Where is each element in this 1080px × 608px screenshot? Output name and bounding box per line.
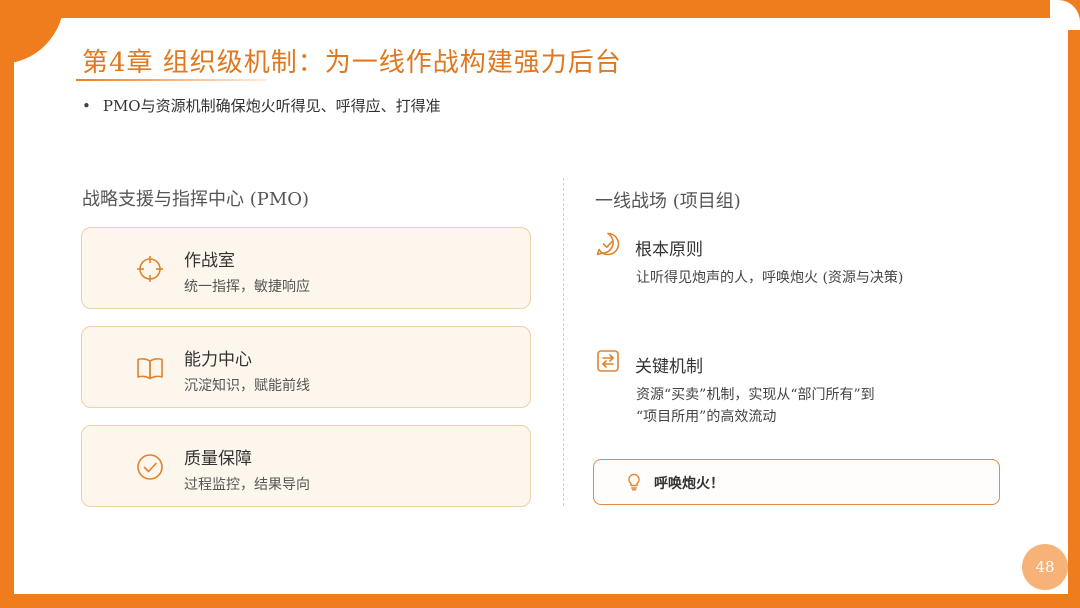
bullet-dot: •	[82, 97, 91, 115]
bullet-point: • PMO与资源机制确保炮火听得见、呼得应、打得准	[82, 95, 441, 116]
corner-decoration-right	[1050, 0, 1080, 30]
frame-right	[1068, 0, 1080, 608]
left-panel-heading: 战略支援与指挥中心 (PMO)	[82, 189, 310, 210]
principle-text: 让听得见炮声的人，呼唤炮火 (资源与决策)	[636, 270, 904, 286]
card-title: 质量保障	[184, 449, 252, 469]
card-war-room: 作战室 统一指挥，敏捷响应	[81, 227, 531, 309]
card-title: 作战室	[184, 251, 235, 271]
principle-title: 根本原则	[635, 240, 703, 260]
book-icon	[135, 353, 165, 383]
frame-top	[0, 0, 1080, 18]
card-subtitle: 统一指挥，敏捷响应	[184, 279, 310, 295]
corner-decoration	[0, 0, 64, 64]
frame-bottom	[0, 594, 1080, 608]
bullet-text: PMO与资源机制确保炮火听得见、呼得应、打得准	[102, 97, 441, 115]
callout-label: 呼唤炮火！	[654, 476, 724, 492]
exchange-icon	[595, 348, 621, 374]
card-capability-center: 能力中心 沉淀知识，赋能前线	[81, 326, 531, 408]
card-subtitle: 过程监控，结果导向	[184, 477, 310, 493]
check-circle-icon	[135, 452, 165, 482]
title-underline	[76, 79, 266, 81]
slide-title: 第4章 组织级机制：为一线作战构建强力后台	[82, 48, 622, 78]
chat-check-icon	[595, 231, 621, 257]
right-panel-heading: 一线战场 (项目组)	[595, 191, 741, 212]
mechanism-text-line2: “项目所用”的高效流动	[636, 409, 777, 425]
frame-left	[0, 0, 14, 608]
crosshair-icon	[135, 254, 165, 284]
panel-divider	[563, 178, 564, 506]
card-quality-assurance: 质量保障 过程监控，结果导向	[81, 425, 531, 507]
card-subtitle: 沉淀知识，赋能前线	[184, 378, 310, 394]
page-number-badge: 48	[1022, 544, 1068, 590]
card-title: 能力中心	[184, 350, 252, 370]
mechanism-title: 关键机制	[635, 357, 703, 377]
call-for-fire-callout: 呼唤炮火！	[593, 459, 1000, 505]
lightbulb-icon	[625, 473, 643, 491]
mechanism-text-line1: 资源“买卖”机制，实现从“部门所有”到	[636, 387, 875, 403]
